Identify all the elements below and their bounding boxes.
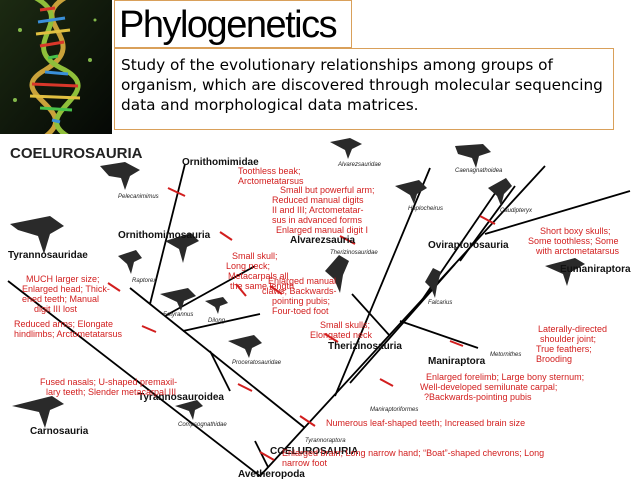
label-ornithomimosauria: Ornithomimosauria: [118, 230, 211, 241]
synapomorphy-ticks: [107, 187, 496, 461]
pelecanimimus-silhouette: [100, 162, 140, 190]
annotation-tyrannosauridae: MUCH larger size;Enlarged head; Thick-en…: [22, 274, 110, 314]
label-alvarezsauridae: Alvarezsauridae: [337, 162, 382, 168]
label-therizinosauria: Therizinosauria: [328, 341, 402, 352]
label-therizinosauridae: Therizinosauridae: [330, 250, 378, 256]
label-falcarius: Falcarius: [428, 300, 452, 306]
carnosaur-silhouette: [12, 396, 64, 428]
label-carnosauria: Carnosauria: [30, 426, 89, 437]
label-proceratosauridae: Proceratosauridae: [232, 360, 282, 366]
root-label: COELUROSAURIA: [10, 145, 143, 162]
annotation-alvarezsauria: Small but powerful arm;Reduced manual di…: [272, 185, 375, 235]
label-coelurosauria: COELUROSAURIA: [270, 446, 358, 457]
label-maniraptoriformes: Maniraptoriformes: [370, 407, 418, 413]
label-caudipteryx: Caudipteryx: [500, 208, 533, 214]
slide-description: Study of the evolutionary relationships …: [114, 48, 614, 130]
ornithomimosaur-silhouette: [165, 233, 199, 263]
annotation-toothless: Toothless beak;Arctometatarsus: [238, 166, 304, 186]
clade-labels: Ornithomimidae Alvarezsauridae Caenagnat…: [8, 157, 631, 479]
annotations: Toothless beak;Arctometatarsus Small but…: [14, 166, 620, 468]
label-eumaniraptora: Eumaniraptora: [560, 264, 631, 275]
dinosaur-silhouettes: [10, 138, 585, 428]
caudipteryx-silhouette: [488, 178, 512, 206]
annotation-coelurosauria: Enlarged brain; Long narrow hand; “Boat”…: [282, 448, 544, 468]
slide-title: Phylogenetics: [114, 0, 352, 48]
proceratosaurid-silhouette: [228, 335, 262, 358]
annotation-maniraptora: Enlarged forelimb; Large bony sternum;We…: [420, 372, 584, 402]
tyrannosaurid-silhouette: [10, 216, 64, 254]
label-eotyrannus: Eotyrannus: [163, 312, 193, 318]
falcarius-silhouette: [425, 268, 441, 298]
label-pelecanimimus: Pelecanimimus: [118, 194, 159, 200]
label-maniraptora: Maniraptora: [428, 356, 486, 367]
dilong-silhouette: [205, 297, 228, 314]
label-haplocheirus: Haplocheirus: [408, 206, 443, 212]
label-avetheropoda: Avetheropoda: [238, 469, 305, 479]
eotyrannus-silhouette: [160, 288, 196, 311]
label-oviraptorosauria: Oviraptorosauria: [428, 240, 509, 251]
therizinosaur-silhouette: [325, 255, 349, 293]
compsognathid-silhouette: [175, 400, 203, 420]
label-metornithes: Metornithes: [490, 352, 521, 358]
taxon-labels: Pelecanimimus Haplocheirus Caudipteryx R…: [118, 194, 533, 428]
label-compsognathidae: Compsognathidae: [178, 422, 227, 428]
dna-helix-image: [0, 0, 112, 134]
label-dilong: Dilong: [208, 318, 226, 324]
cladogram: COELUROSAURIA Ornithomimidae Alvarezsaur…: [7, 138, 631, 479]
label-tyrannosauroidea: Tyrannosauroidea: [138, 392, 224, 403]
annotation-fused-nasals: Fused nasals; U-shaped premaxil-lary tee…: [40, 377, 177, 397]
label-tyrannoraptora: Tyrannoraptora: [305, 438, 346, 444]
annotation-small-skulls: Small skulls;Elongated neck: [310, 320, 373, 340]
alvarezsaurid-silhouette: [330, 138, 362, 159]
dna-helix-graphic: [0, 0, 112, 134]
eumaniraptora-silhouette: [545, 258, 585, 286]
label-caenagnathoidea: Caenagnathoidea: [455, 168, 503, 174]
haplocheirus-silhouette: [395, 180, 427, 204]
annotation-numerous-teeth: Numerous leaf-shaped teeth; Increased br…: [326, 418, 525, 428]
label-alvarezsauria: Alvarezsauria: [290, 235, 355, 246]
caenagnathoid-silhouette: [455, 144, 491, 168]
raptorex-silhouette: [118, 250, 142, 274]
label-raptorex: Raptorex: [132, 278, 157, 284]
label-ornithomimidae: Ornithomimidae: [182, 157, 259, 168]
label-tyrannosauridae: Tyrannosauridae: [8, 250, 88, 261]
